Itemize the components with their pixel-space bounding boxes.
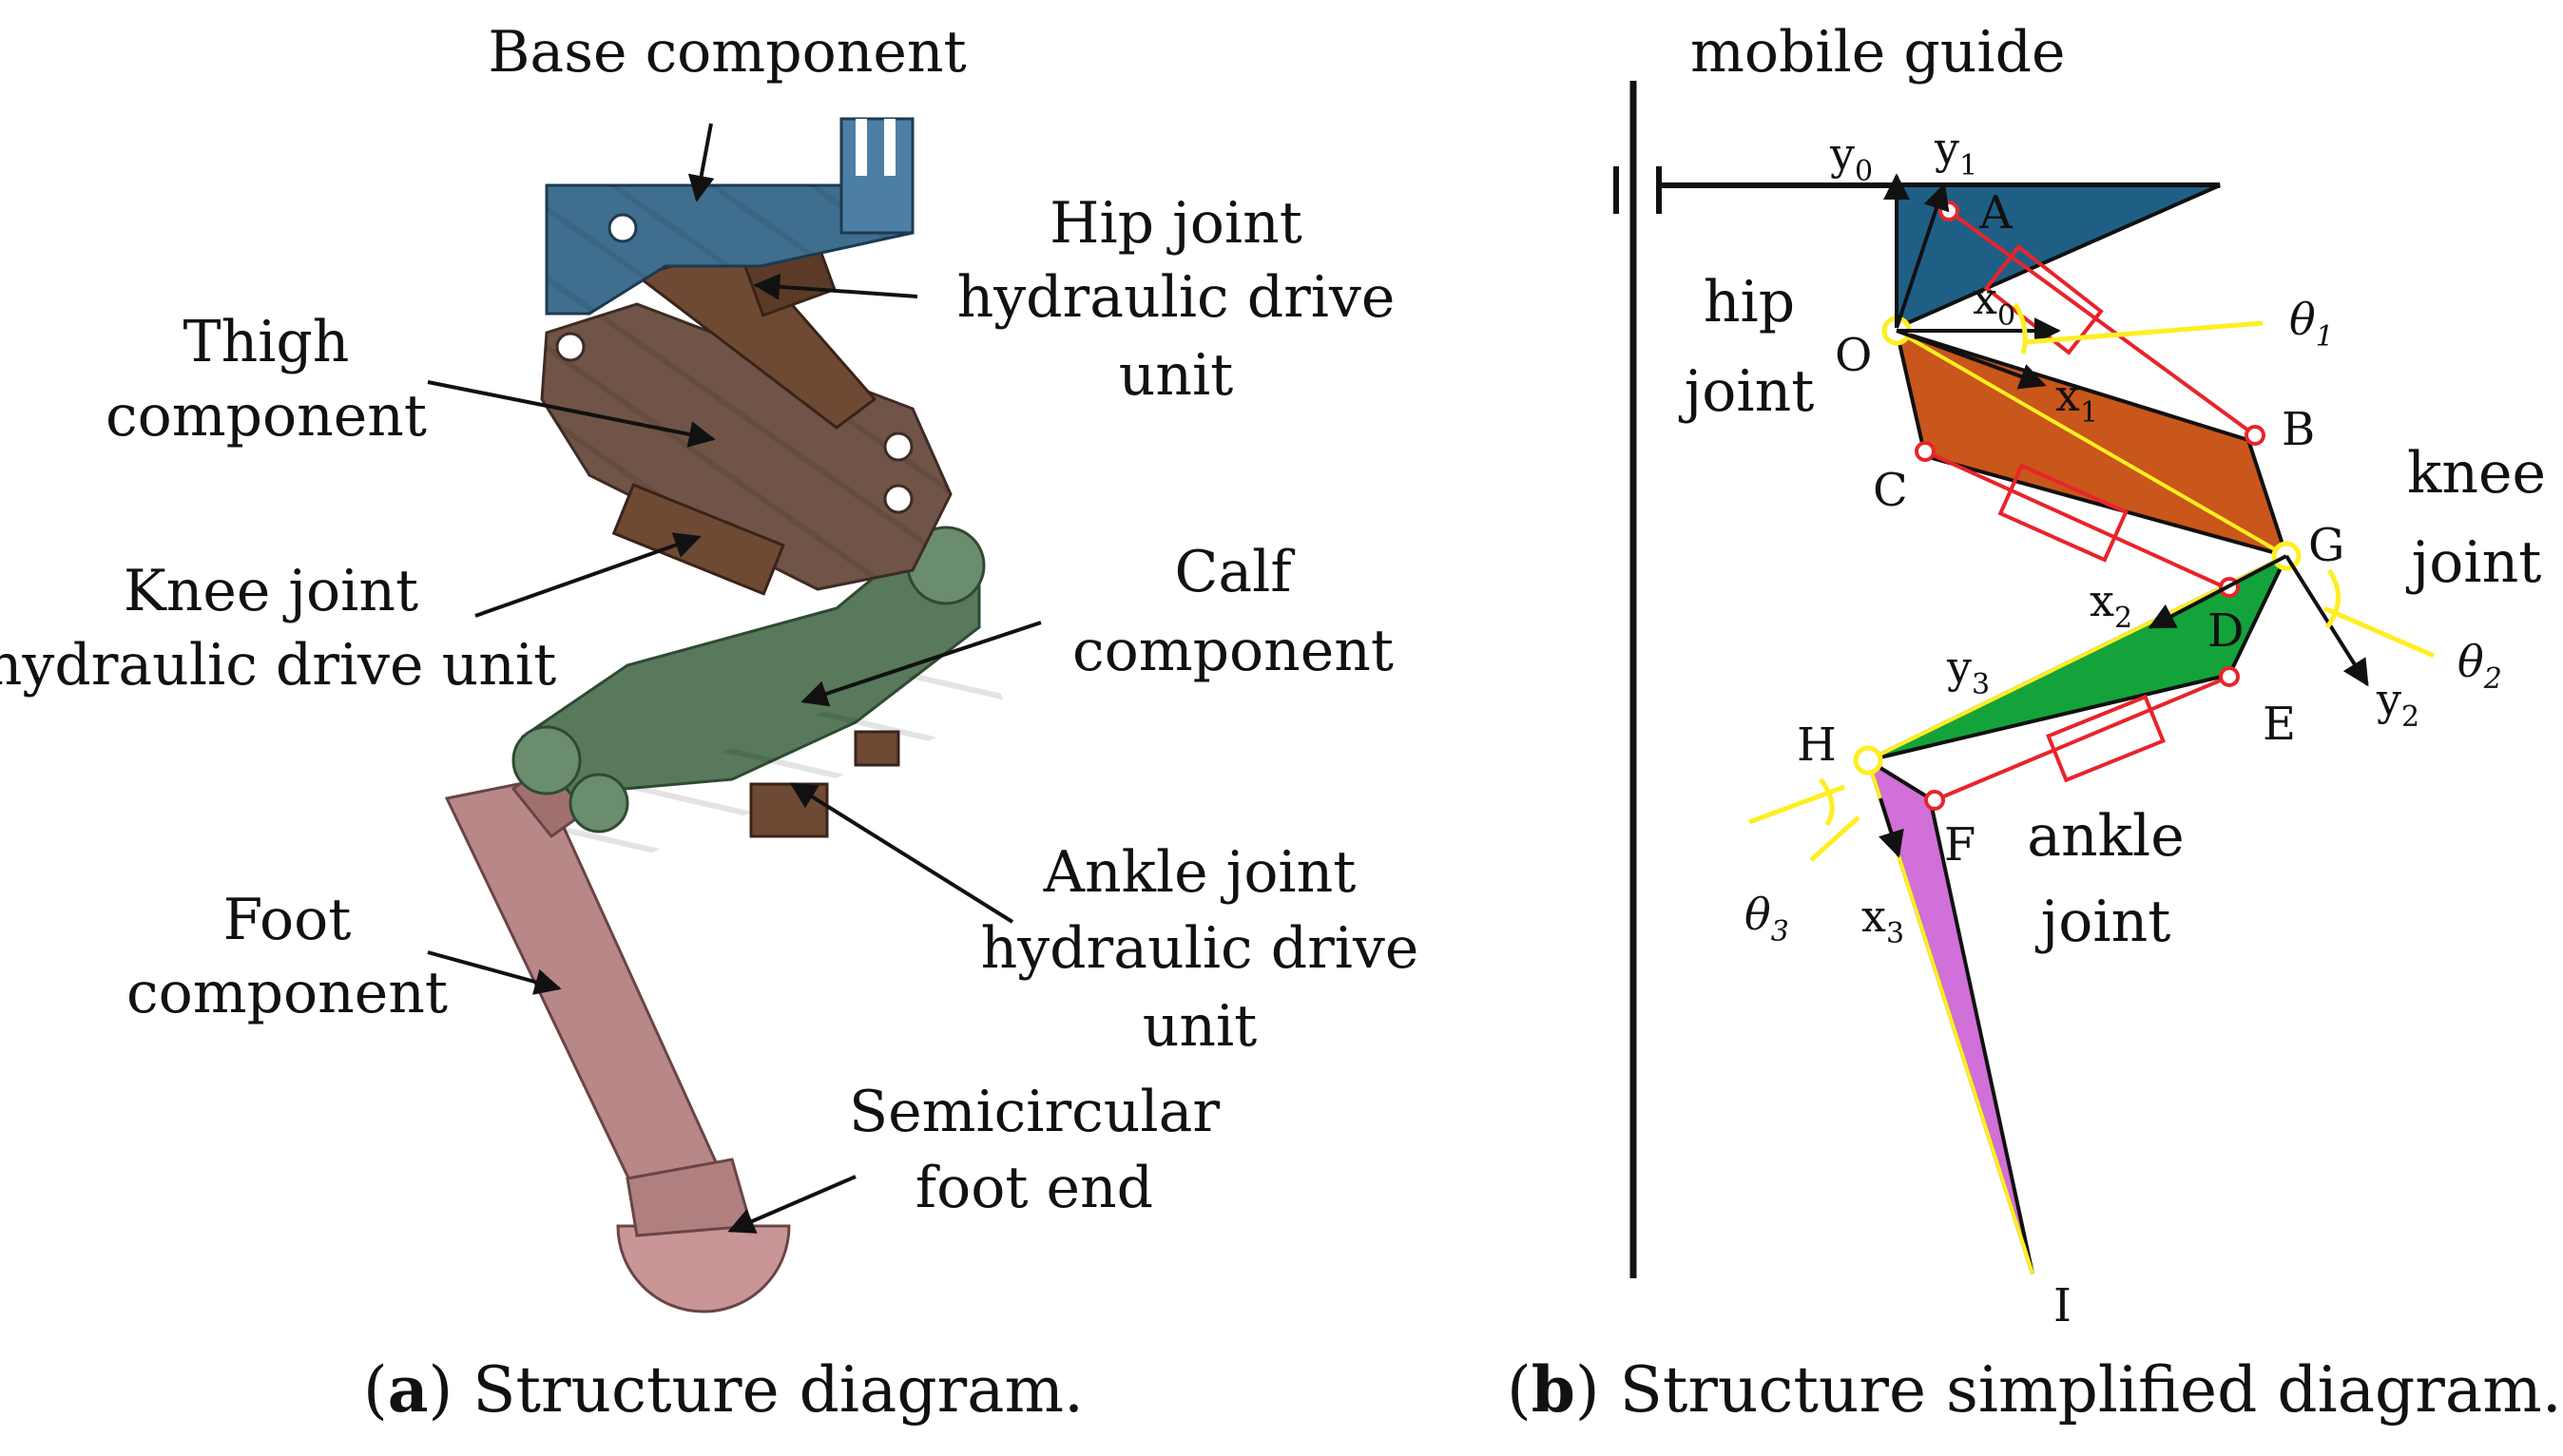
point-A: A [1978, 186, 2014, 239]
label-y0: y0 [1829, 128, 1873, 188]
label-hip-drive-line2: hydraulic drive [957, 264, 1396, 331]
label-ankle-drive-line3: unit [1143, 993, 1258, 1060]
point-E: E [2263, 698, 2296, 751]
axis-x3 [1879, 797, 1904, 858]
label-knee-drive-line2: hydraulic drive unit [0, 632, 556, 699]
angle-markers [1748, 302, 2435, 862]
arrow-thigh [427, 380, 716, 448]
label-x3: x3 [1861, 891, 1904, 950]
simplified-diagram [1613, 81, 2435, 1278]
point-I: I [2053, 1279, 2072, 1332]
base-component [545, 117, 915, 316]
axis-y2 [2284, 554, 2369, 687]
label-thigh-line2: component [106, 383, 427, 450]
label-y1: y1 [1934, 123, 1977, 182]
label-calf-line1: Calf [1174, 539, 1295, 605]
label-knee-line2: joint [2406, 529, 2542, 596]
ankle-drive-unit [749, 782, 829, 838]
arrow-foot [427, 950, 562, 995]
label-thigh-line1: Thigh [183, 309, 350, 375]
label-ankle-drive-line2: hydraulic drive [981, 915, 1419, 982]
arrow-knee-drive [474, 532, 702, 618]
label-x2: x2 [2090, 575, 2132, 635]
point-O: O [1835, 329, 1872, 382]
caption-b: (b) Structure simplified diagram. [1507, 1352, 2562, 1427]
point-F: F [1944, 818, 1975, 872]
label-semicircular-line1: Semicircular [849, 1079, 1220, 1145]
label-hip-drive-line3: unit [1119, 342, 1234, 409]
label-ankle-line1: ankle [2027, 803, 2184, 870]
semicircular-foot-end [616, 1224, 791, 1313]
label-foot-line2: component [126, 960, 448, 1026]
label-ankle-line2: joint [2035, 889, 2171, 955]
label-theta3: θ3 [1744, 889, 1789, 948]
left-labels: Base component Hip joint hydraulic drive… [0, 19, 1419, 1234]
point-G: G [2308, 519, 2344, 572]
label-ankle-drive-line1: Ankle joint [1043, 839, 1357, 906]
axis-x1 [1896, 329, 2047, 390]
right-labels: mobile guide hip joint knee joint ankle … [1679, 19, 2546, 1332]
label-semicircular-line2: foot end [915, 1155, 1153, 1221]
arrow-semicircular [727, 1175, 857, 1234]
label-knee-line1: knee [2407, 440, 2546, 507]
label-foot-line1: Foot [223, 887, 352, 953]
label-calf-line2: component [1072, 618, 1394, 684]
arrow-hip-drive [753, 273, 918, 300]
axis-y1 [1895, 182, 1950, 329]
structure-drawing [444, 117, 1008, 1313]
actuators [1924, 209, 2257, 802]
point-C: C [1873, 464, 1908, 517]
label-x1: x1 [2055, 370, 2098, 430]
joint-H [1853, 745, 1883, 776]
arrow-calf [800, 621, 1042, 707]
label-x0: x0 [1973, 273, 2015, 333]
label-hip-line1: hip [1704, 269, 1795, 335]
arrow-base [687, 123, 715, 202]
label-mobile-guide: mobile guide [1690, 19, 2066, 86]
label-base-component: Base component [488, 19, 966, 86]
calf-component [511, 526, 1008, 880]
joint-markers [1915, 201, 2265, 811]
label-hip-drive-line1: Hip joint [1050, 190, 1302, 257]
point-H: H [1797, 718, 1837, 772]
label-knee-drive-line1: Knee joint [124, 558, 418, 624]
caption-a: (a) Structure diagram. [363, 1352, 1084, 1427]
axis-x2 [2148, 554, 2287, 629]
label-hip-line2: joint [1679, 358, 1815, 425]
point-B: B [2282, 403, 2315, 456]
label-theta2: θ2 [2457, 636, 2502, 696]
label-y3: y3 [1946, 642, 1990, 701]
point-D: D [2207, 604, 2244, 658]
arrow-ankle-drive [789, 782, 1014, 924]
label-theta1: θ1 [2289, 294, 2334, 354]
label-y2: y2 [2376, 674, 2419, 734]
